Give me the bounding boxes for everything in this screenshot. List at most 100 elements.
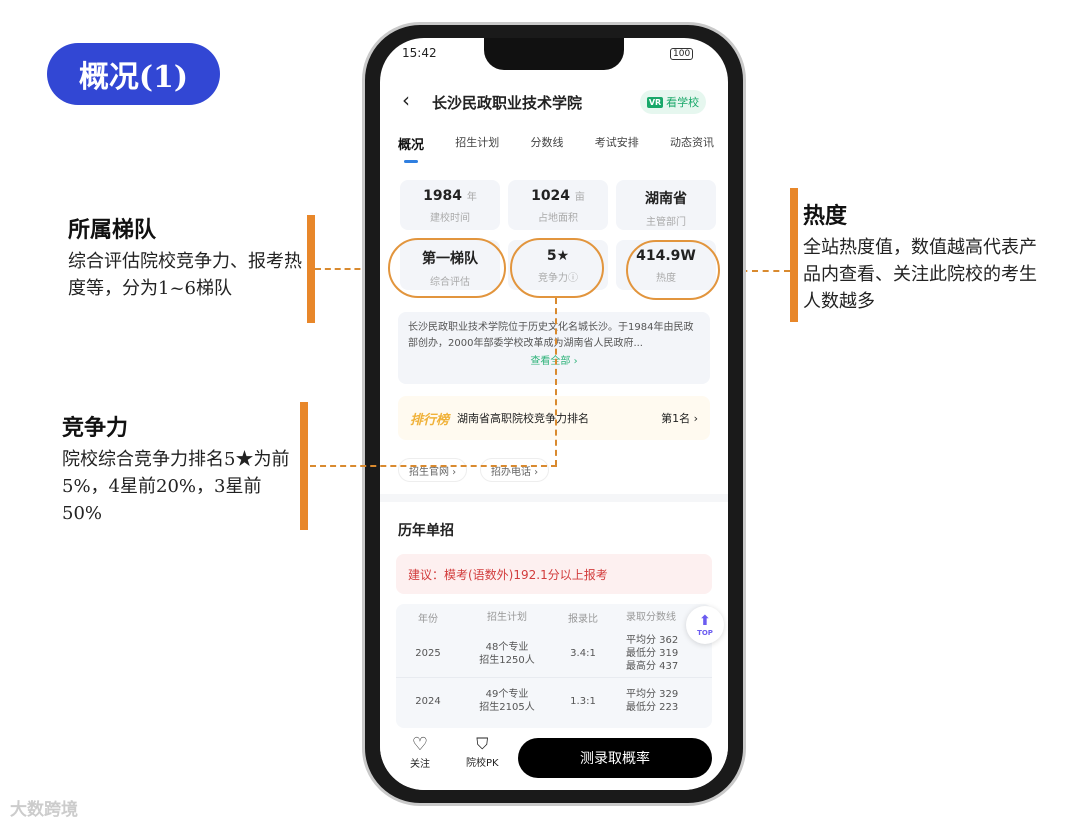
divider	[380, 494, 728, 502]
cell-ratio: 3.4:1	[570, 648, 596, 659]
stat-label: 主管部门	[646, 217, 686, 228]
annotation-body: 院校综合竞争力排名5★为前5%，4星前20%，3星前50%	[62, 449, 290, 524]
section-title: 历年单招	[398, 523, 454, 539]
pk-shield-icon: ⛉	[476, 734, 489, 753]
annotation-body: 综合评估院校竞争力、报考热度等，分为1~6梯队	[68, 251, 302, 299]
follow-button[interactable]: ♡ 关注	[410, 734, 430, 770]
connector-line	[555, 298, 557, 466]
stat-value: 湖南省	[645, 191, 687, 207]
page-title: 长沙民政职业技术学院	[432, 94, 583, 112]
admission-phone-link[interactable]: 招办电话 ›	[480, 458, 550, 482]
table-header: 年份 招生计划 报录比 录取分数线	[396, 604, 712, 630]
battery-icon: 100	[670, 48, 694, 60]
intro-card: 长沙民政职业技术学院位于历史文化名城长沙。于1984年由民政部创办，2000年部…	[398, 312, 710, 384]
annotation-title: 热度	[803, 203, 848, 229]
stat-unit: 亩	[574, 192, 585, 203]
back-to-top-button[interactable]: ⬆TOP	[686, 606, 724, 644]
stat-label: 综合评估	[430, 277, 470, 288]
arrow-up-icon: ⬆	[699, 613, 711, 629]
plan-count: 招生1250人	[479, 654, 535, 666]
score-max: 最高分 437	[626, 661, 679, 672]
annotation-heat: 热度 全站热度值，数值越高代表产品内查看、关注此院校的考生人数越多	[803, 198, 1053, 315]
score-avg: 平均分 362	[626, 635, 679, 646]
stat-label: 竞争力ⓘ	[538, 273, 578, 284]
connector-line	[315, 268, 390, 270]
cell-plan: 48个专业招生1250人	[460, 641, 554, 667]
score-min: 最低分 319	[626, 648, 679, 659]
connector-line	[310, 465, 557, 467]
plan-majors: 49个专业	[485, 689, 529, 700]
stat-value: 5★	[546, 248, 570, 264]
heart-plus-icon: ♡	[411, 734, 429, 755]
stat-unit: 年	[466, 192, 477, 203]
tab-bar: 概况 招生计划 分数线 考试安排 动态资讯	[398, 134, 714, 153]
column-header: 录取分数线	[626, 611, 676, 623]
highlight-oval	[626, 240, 720, 300]
cell-year: 2024	[415, 695, 441, 707]
column-header: 年份	[418, 613, 438, 625]
ranking-row[interactable]: 排行榜 湖南省高职院校竞争力排名 第1名 ›	[398, 396, 710, 440]
cell-year: 2025	[415, 648, 441, 659]
history-table: 年份 招生计划 报录比 录取分数线 2025 48个专业招生1250人 3.4:1 平…	[396, 604, 712, 728]
stat-label: 占地面积	[538, 213, 578, 224]
table-row: 2025 48个专业招生1250人 3.4:1 平均分 362 最低分 319 最高…	[396, 630, 712, 678]
stat-founded: 1984 年建校时间	[400, 180, 500, 230]
compare-label: 院校PK	[466, 758, 499, 769]
stat-area: 1024 亩占地面积	[508, 180, 608, 230]
tab-news[interactable]: 动态资讯	[669, 136, 714, 149]
highlight-oval	[510, 238, 604, 298]
tab-scores[interactable]: 分数线	[530, 136, 564, 149]
ranking-name: 湖南省高职院校竞争力排名	[457, 412, 590, 425]
stat-value: 第一梯队	[422, 251, 478, 267]
annotation-title: 所属梯队	[68, 217, 157, 243]
table-row: 2024 49个专业招生2105人 1.3:1 平均分 329 最低分 223	[396, 678, 712, 724]
watermark-logo: 大数跨境	[10, 800, 78, 820]
cell-plan: 49个专业招生2105人	[460, 688, 554, 714]
stat-authority: 湖南省主管部门	[616, 180, 716, 230]
compare-button[interactable]: ⛉ 院校PK	[466, 734, 499, 769]
cell-ratio: 1.3:1	[570, 695, 596, 707]
tab-plan[interactable]: 招生计划	[455, 136, 500, 149]
back-icon[interactable]: ‹	[402, 88, 410, 112]
follow-label: 关注	[410, 759, 430, 770]
column-header: 招生计划	[487, 611, 527, 623]
annotation-bar	[307, 215, 315, 323]
tab-indicator	[404, 160, 418, 163]
score-avg: 平均分 329	[626, 689, 679, 700]
plan-majors: 48个专业	[485, 641, 529, 653]
cell-scores: 平均分 329 最低分 223	[612, 688, 702, 714]
view-all-link[interactable]: 查看全部 ›	[530, 356, 578, 367]
ranking-tag: 排行榜	[410, 412, 450, 428]
annotation-body: 全站热度值，数值越高代表产品内查看、关注此院校的考生人数越多	[803, 237, 1037, 312]
admission-website-link[interactable]: 招生官网 ›	[398, 458, 468, 482]
stat-value: 1024	[531, 188, 571, 204]
slide-title: 概况(1)	[47, 43, 220, 105]
intro-text: 长沙民政职业技术学院位于历史文化名城长沙。于1984年由民政部创办，2000年部…	[408, 322, 694, 349]
ranking-value: 第1名 ›	[661, 412, 698, 425]
stat-label: 建校时间	[430, 213, 470, 224]
tab-overview[interactable]: 概况	[398, 138, 425, 153]
stat-value: 1984	[423, 188, 463, 204]
column-header: 报录比	[568, 613, 598, 625]
annotation-bar	[790, 188, 798, 322]
top-label: TOP	[697, 629, 713, 637]
suggestion-banner: 建议：模考(语数外)192.1分以上报考	[396, 554, 712, 594]
plan-count: 招生2105人	[479, 702, 535, 713]
highlight-oval	[388, 238, 506, 298]
cell-scores: 平均分 362 最低分 319 最高分 437	[612, 634, 702, 673]
connector-line	[720, 270, 790, 272]
stat-label: 热度	[656, 273, 676, 284]
vr-label: 看学校	[666, 96, 700, 109]
annotation-competitiveness: 竞争力 院校综合竞争力排名5★为前5%，4星前20%，3星前50%	[62, 410, 298, 527]
camera-notch	[484, 38, 624, 70]
vr-icon: VR	[646, 96, 664, 108]
annotation-title: 竞争力	[62, 415, 129, 441]
admission-probability-button[interactable]: 测录取概率	[518, 738, 712, 778]
score-min: 最低分 223	[626, 702, 679, 713]
annotation-bar	[300, 402, 308, 530]
status-time: 15:42	[402, 46, 437, 60]
tab-exams[interactable]: 考试安排	[594, 136, 639, 149]
annotation-tier: 所属梯队 综合评估院校竞争力、报考热度等，分为1~6梯队	[68, 212, 304, 302]
